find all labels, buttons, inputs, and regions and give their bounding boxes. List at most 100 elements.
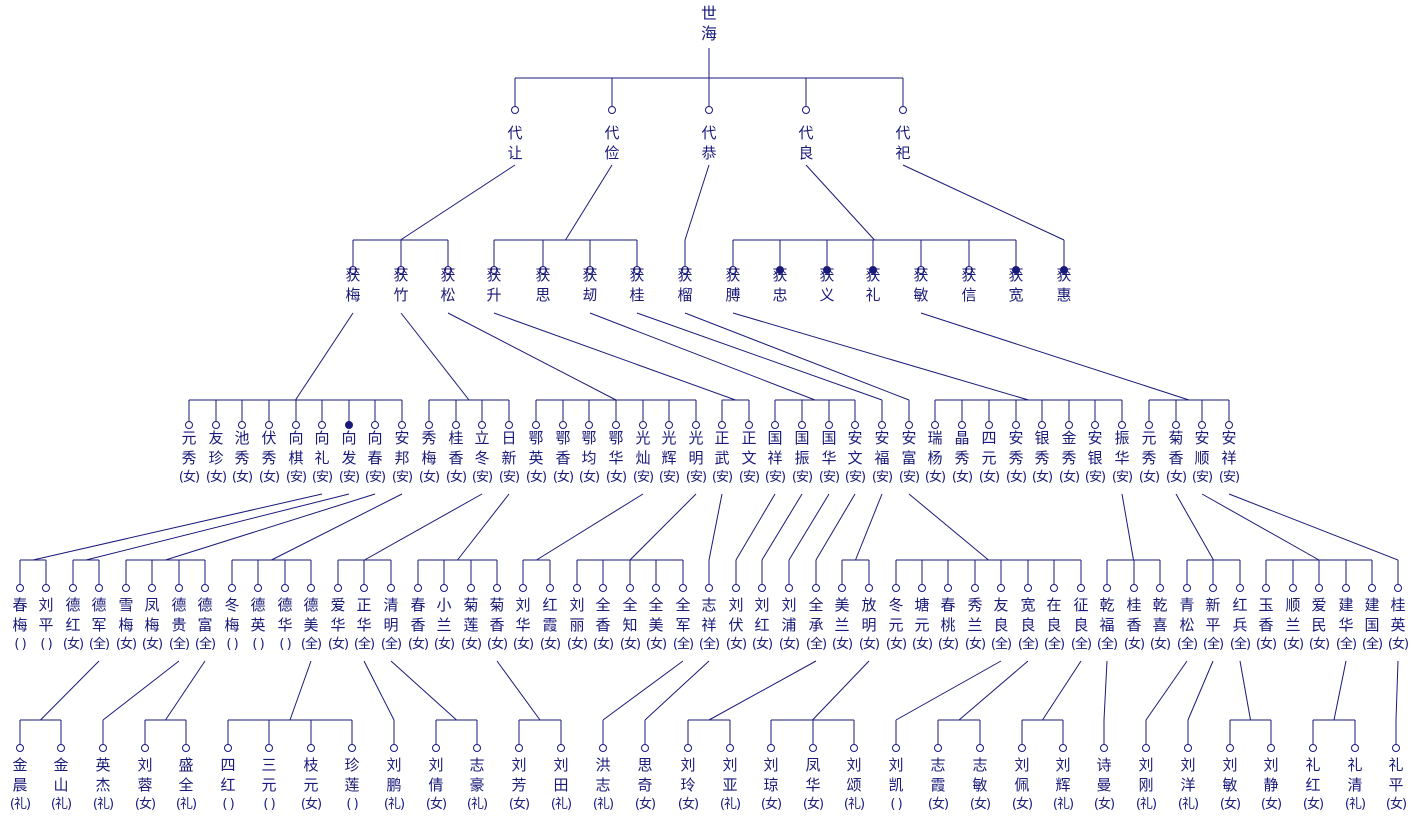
name-char-2: 亚 [722,776,738,794]
name-char-1: 刘 [888,756,904,774]
generation-suffix: (安) [764,470,786,485]
name-char-1: 鄂 [581,429,597,447]
parent-link-line [1145,660,1188,721]
person-label: 刘凯( ) [883,755,909,815]
name-char-2: 棋 [288,449,304,467]
name-char-2: 明 [688,449,704,467]
name-char-2: 秀 [261,449,277,467]
generation-suffix: (全) [698,637,720,652]
generation-suffix: (安) [658,470,680,485]
person-label: 刘芳(女) [506,755,532,815]
node-marker [1103,584,1111,592]
node-marker [387,584,395,592]
generation-suffix: (礼) [92,797,114,812]
generation-suffix: (女) [885,637,907,652]
generation-suffix: (女) [445,470,467,485]
node-marker [201,584,209,592]
person-label: 刘亚(礼) [717,755,743,815]
name-char-2: 莲 [344,776,360,794]
node-marker [1392,744,1400,752]
name-char-1: 刘 [763,756,779,774]
name-char-1: 正 [356,596,372,614]
name-char-1: 四 [220,756,236,774]
node-marker [850,744,858,752]
generation-suffix: (女) [552,470,574,485]
parent-link-line [295,312,354,401]
name-char-2: 秀 [234,449,250,467]
name-char-1: 友 [208,429,224,447]
name-char-2: 华 [356,616,372,634]
name-char-1: 代 [507,124,523,142]
person-label: 代让 [502,123,528,163]
name-char-2: 惠 [1056,286,1072,304]
node-marker [802,106,810,114]
name-char-1: 德 [197,596,213,614]
person-label: 获敏 [908,265,934,305]
person-label: 爱民(女) [1306,595,1332,655]
name-char-2: 平 [38,616,54,634]
name-char-2: 芳 [511,776,527,794]
name-char-1: 获 [913,266,929,284]
generation-suffix: (全) [1229,637,1251,652]
node-marker [705,106,713,114]
name-char-2: 晨 [12,776,28,794]
name-char-2: 顺 [1194,449,1210,467]
name-char-2: 俭 [604,144,620,162]
name-char-2: 蓉 [137,776,153,794]
name-char-1: 池 [234,429,250,447]
name-char-1: 国 [821,429,837,447]
name-char-2: 梅 [345,286,361,304]
name-char-1: 代 [798,124,814,142]
person-label: 春桃(女) [935,595,961,655]
node-marker [539,266,547,274]
name-char-1: 安 [901,429,917,447]
generation-suffix: (女) [460,637,482,652]
name-char-2: 发 [341,449,357,467]
generation-suffix: (安) [1084,470,1106,485]
node-marker [390,744,398,752]
node-marker [1351,744,1359,752]
parent-link-line [1175,493,1214,561]
person-label: 银秀(女) [1029,428,1055,488]
generation-suffix: (女) [634,797,656,812]
generation-suffix: (女) [62,637,84,652]
name-char-2: 颂 [846,776,862,794]
name-char-1: 光 [635,429,651,447]
name-char-2: 玲 [680,776,696,794]
name-char-2: 文 [847,449,863,467]
parent-link-line [1228,493,1399,561]
person-label: 正武(安) [709,428,735,488]
person-label: 获思 [530,265,556,305]
name-char-2: 桂 [629,286,645,304]
node-marker [185,421,193,429]
person-label: 光灿(安) [630,428,656,488]
generation-suffix: (安) [818,470,840,485]
name-char-2: 奇 [637,776,653,794]
name-char-1: 鄂 [555,429,571,447]
node-marker [745,421,753,429]
name-char-1: 志 [701,596,717,614]
person-label: 代恭 [696,123,722,163]
parent-link-line [364,493,483,561]
generation-suffix: (女) [1255,637,1277,652]
name-char-2: 秀 [181,449,197,467]
generation-suffix: (全) [1017,637,1039,652]
name-char-1: 德 [250,596,266,614]
node-marker [493,584,501,592]
generation-suffix: (女) [205,470,227,485]
name-char-2: 喜 [1152,616,1168,634]
person-label: 英杰(礼) [90,755,116,815]
generation-suffix: (女) [1005,470,1027,485]
node-marker [224,744,232,752]
name-char-1: 国 [794,429,810,447]
name-char-1: 秀 [421,429,437,447]
name-char-1: 银 [1034,429,1050,447]
node-marker [1198,421,1206,429]
generation-suffix: (全) [1096,637,1118,652]
node-marker [265,744,273,752]
generation-suffix: (女) [802,797,824,812]
name-char-2: 祥 [701,616,717,634]
generation-suffix: (女) [1031,470,1053,485]
name-char-2: 灿 [635,449,651,467]
name-char-2: 杰 [95,776,111,794]
